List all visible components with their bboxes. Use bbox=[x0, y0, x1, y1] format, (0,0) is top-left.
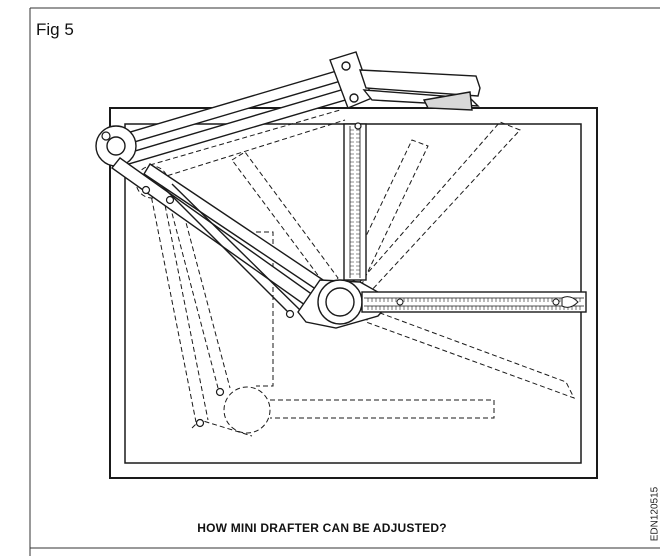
figure-code: EDN120515 bbox=[649, 484, 660, 544]
pivot-screws bbox=[101, 122, 362, 428]
drafter-arms bbox=[95, 69, 353, 317]
figure-code-text: EDN120515 bbox=[649, 486, 660, 542]
horizontal-scale bbox=[361, 291, 587, 313]
figure-caption: HOW MINI DRAFTER CAN BE ADJUSTED? bbox=[197, 521, 447, 535]
board-clamp bbox=[329, 51, 481, 111]
figure-label: Fig 5 bbox=[36, 20, 74, 39]
vertical-scale bbox=[343, 123, 367, 281]
